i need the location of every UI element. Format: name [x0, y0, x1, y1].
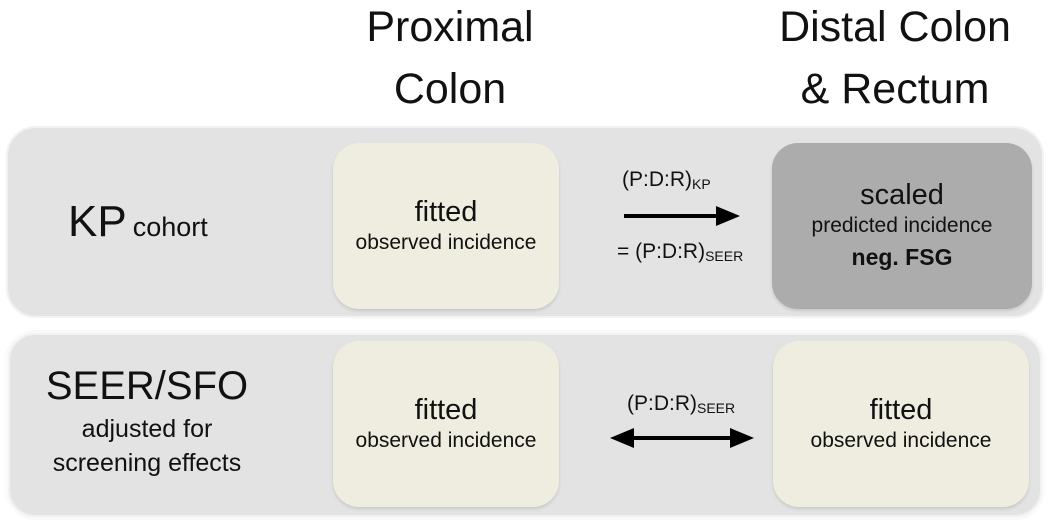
- proximal-header-line2: Colon: [393, 65, 507, 113]
- seer-double-arrow: [610, 428, 754, 448]
- kp-ratio-base: (P:D:R): [622, 168, 692, 191]
- proximal-colon-header: Proximal Colon: [335, 0, 565, 120]
- seer-label-sub-line2: screening effects: [52, 449, 242, 477]
- seer-distal-box: fitted observed incidence: [773, 341, 1029, 507]
- seer-proximal-title: fitted: [414, 394, 478, 426]
- kp-ratio-label: (P:D:R)KP: [622, 168, 711, 192]
- kp-right-arrow: [624, 206, 740, 226]
- seer-proximal-box: fitted observed incidence: [333, 341, 559, 507]
- kp-label-main: KP: [68, 197, 127, 246]
- distal-colon-rectum-header: Distal Colon & Rectum: [755, 0, 1035, 120]
- kp-distal-note: neg. FSG: [851, 244, 953, 270]
- seer-distal-title: fitted: [869, 394, 933, 426]
- kp-distal-title: scaled: [860, 179, 944, 211]
- seer-label-sub-line1: adjusted for: [81, 415, 213, 443]
- kp-proximal-box: fitted observed incidence: [333, 143, 559, 309]
- seer-ratio-base: (P:D:R): [627, 392, 697, 415]
- seer-distal-subtitle: observed incidence: [810, 429, 992, 452]
- kp-distal-subtitle: predicted incidence: [811, 214, 993, 237]
- kp-seer-ratio-label: = (P:D:R)SEER: [617, 240, 743, 264]
- kp-seer-ratio-sub: SEER: [705, 248, 744, 264]
- proximal-header-line1: Proximal: [366, 3, 534, 51]
- kp-ratio-sub: KP: [692, 176, 711, 192]
- kp-label-small: cohort: [132, 212, 208, 242]
- kp-proximal-title: fitted: [414, 196, 478, 228]
- distal-header-line1: Distal Colon: [779, 3, 1011, 51]
- kp-seer-ratio-base: = (P:D:R): [617, 240, 706, 263]
- seer-proximal-subtitle: observed incidence: [355, 429, 537, 452]
- seer-row-label: SEER/SFO adjusted for screening effects: [22, 360, 272, 480]
- kp-proximal-subtitle: observed incidence: [355, 231, 537, 254]
- distal-header-line2: & Rectum: [800, 65, 990, 113]
- kp-distal-box: scaled predicted incidence neg. FSG: [772, 143, 1032, 309]
- seer-ratio-label: (P:D:R)SEER: [627, 392, 735, 416]
- seer-label-main: SEER/SFO: [45, 364, 249, 408]
- seer-ratio-sub: SEER: [697, 400, 736, 416]
